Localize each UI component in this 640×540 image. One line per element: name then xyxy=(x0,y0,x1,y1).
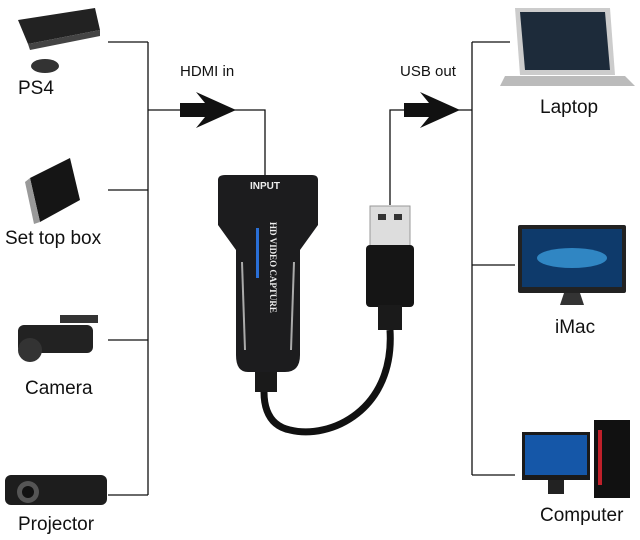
output-label-laptop: Laptop xyxy=(540,97,599,118)
computer-image xyxy=(522,420,630,498)
input-label-ps4: PS4 xyxy=(18,78,54,99)
laptop-image xyxy=(500,8,635,86)
usb-plug-image xyxy=(260,205,414,436)
device-brand-text: HD VIDEO CAPTURE xyxy=(268,222,278,313)
usb-arrow-icon xyxy=(404,92,460,128)
hdmi-in-label: HDMI in xyxy=(180,63,235,80)
input-label-camera: Camera xyxy=(25,378,93,399)
device-port-label: INPUT xyxy=(250,181,280,192)
set-top-box-image xyxy=(25,158,80,224)
output-label-imac: iMac xyxy=(555,317,596,338)
imac-image xyxy=(518,225,626,305)
projector-image xyxy=(5,475,107,505)
usb-out-label: USB out xyxy=(400,63,456,80)
camera-image xyxy=(18,315,98,362)
output-label-computer: Computer xyxy=(540,505,624,526)
capture-device-image: HD VIDEO CAPTURE xyxy=(218,175,318,392)
hdmi-arrow-icon xyxy=(180,92,236,128)
input-label-projector: Projector xyxy=(18,514,95,535)
ps4-image xyxy=(18,8,100,73)
input-label-set-top-box: Set top box xyxy=(5,228,102,249)
